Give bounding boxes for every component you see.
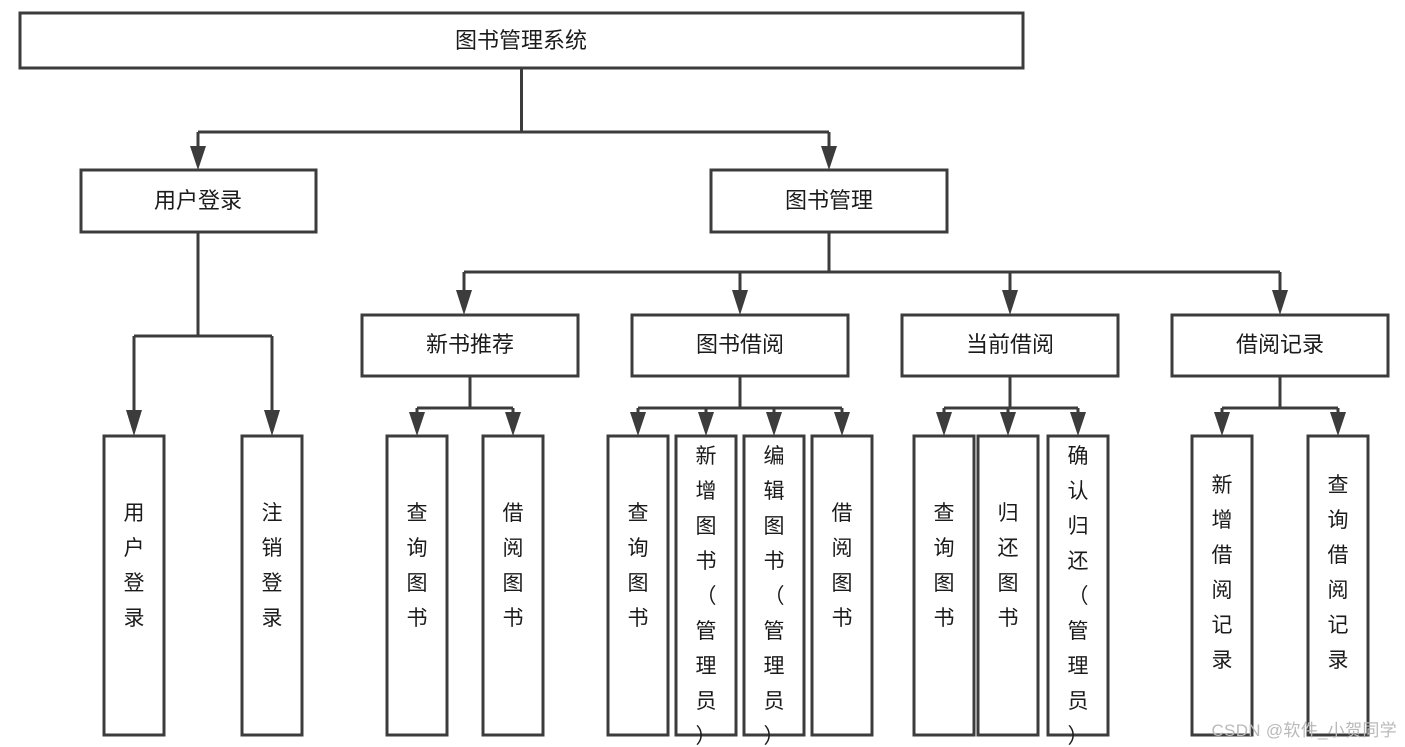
node-leaf-logout-label: 注销登录	[262, 502, 283, 630]
arrow-to-leaf-confirm-return	[1070, 412, 1086, 436]
node-leaf-add-book-box[interactable]	[674, 434, 738, 737]
arrow-to-leaf-borrow-book-1	[505, 412, 521, 436]
arrow-to-leaf-query-record	[1330, 412, 1346, 436]
node-borrow-record-box[interactable]	[1170, 313, 1390, 378]
node-leaf-query-book-3-box[interactable]	[912, 434, 976, 737]
arrow-to-leaf-query-book-2	[630, 412, 646, 436]
node-leaf-return-book[interactable]: 归还图书	[976, 434, 1040, 737]
node-new-book-recommend[interactable]: 新书推荐	[360, 313, 580, 378]
node-leaf-confirm-return[interactable]: 确认归还（管理员）	[1046, 434, 1110, 747]
node-current-borrow-label: 当前借阅	[966, 332, 1054, 357]
arrow-to-borrow-record	[1272, 290, 1288, 315]
node-leaf-add-book-label: 新增图书（管理员）	[696, 445, 717, 747]
node-root[interactable]: 图书管理系统	[18, 11, 1025, 70]
node-current-borrow[interactable]: 当前借阅	[900, 313, 1120, 378]
node-book-management-label: 图书管理	[785, 188, 873, 213]
node-user-login-label: 用户登录	[154, 188, 242, 213]
node-leaf-query-book-1-label: 查询图书	[407, 502, 428, 630]
node-leaf-borrow-book-2-label: 借阅图书	[832, 502, 853, 630]
arrow-to-new-book-recommend	[456, 290, 472, 315]
node-new-book-recommend-box[interactable]	[360, 313, 580, 378]
node-leaf-borrow-book-2[interactable]: 借阅图书	[810, 434, 874, 737]
node-leaf-return-book-label: 归还图书	[998, 502, 1019, 630]
node-leaf-borrow-book-1-label: 借阅图书	[503, 502, 524, 630]
node-leaf-query-book-2-box[interactable]	[606, 434, 670, 737]
node-borrow-record[interactable]: 借阅记录	[1170, 313, 1390, 378]
node-leaf-user-login[interactable]: 用户登录	[102, 434, 166, 737]
node-book-borrow[interactable]: 图书借阅	[630, 313, 850, 378]
node-user-login-box[interactable]	[79, 168, 318, 234]
node-new-book-recommend-label: 新书推荐	[426, 332, 514, 357]
node-leaf-user-login-box[interactable]	[102, 434, 166, 737]
node-leaf-borrow-book-1-box[interactable]	[481, 434, 545, 737]
node-leaf-logout[interactable]: 注销登录	[240, 434, 304, 737]
arrow-to-leaf-borrow-book-2	[834, 412, 850, 436]
csdn-watermark: CSDN @软件_小贺同学	[1211, 721, 1397, 740]
node-borrow-record-label: 借阅记录	[1236, 332, 1324, 357]
node-leaf-query-book-1-box[interactable]	[385, 434, 449, 737]
arrow-to-leaf-add-record	[1214, 412, 1230, 436]
node-leaf-query-book-3-label: 查询图书	[934, 502, 955, 630]
connector-layer	[126, 68, 1346, 436]
node-leaf-query-book-2[interactable]: 查询图书	[606, 434, 670, 737]
arrow-to-leaf-return-book	[1000, 412, 1016, 436]
node-leaf-query-book-1[interactable]: 查询图书	[385, 434, 449, 737]
node-leaf-confirm-return-label: 确认归还（管理员）	[1068, 445, 1089, 747]
arrow-to-book-borrow	[732, 290, 748, 315]
node-leaf-borrow-book-1[interactable]: 借阅图书	[481, 434, 545, 737]
node-book-management-box[interactable]	[709, 168, 949, 234]
node-root-label: 图书管理系统	[455, 28, 587, 53]
node-user-login[interactable]: 用户登录	[79, 168, 318, 234]
node-leaf-add-record-box[interactable]	[1190, 434, 1254, 737]
node-book-borrow-label: 图书借阅	[696, 332, 784, 357]
arrow-to-leaf-edit-book	[766, 412, 782, 436]
node-current-borrow-box[interactable]	[900, 313, 1120, 378]
node-root-box[interactable]	[18, 11, 1025, 70]
node-leaf-query-record-label: 查询借阅记录	[1328, 474, 1349, 672]
node-leaf-add-book[interactable]: 新增图书（管理员）	[674, 434, 738, 747]
arrow-to-leaf-logout	[264, 410, 280, 436]
node-leaf-query-record[interactable]: 查询借阅记录	[1306, 434, 1370, 737]
node-leaf-edit-book[interactable]: 编辑图书（管理员）	[742, 434, 806, 747]
arrow-root-to-user-login	[190, 146, 206, 170]
node-leaf-user-login-label: 用户登录	[124, 502, 145, 630]
node-leaf-return-book-box[interactable]	[976, 434, 1040, 737]
node-leaf-confirm-return-box[interactable]	[1046, 434, 1110, 737]
arrow-to-leaf-user-login	[126, 410, 142, 436]
arrow-to-leaf-add-book	[698, 412, 714, 436]
node-leaf-edit-book-box[interactable]	[742, 434, 806, 737]
arrow-root-to-book-management	[821, 146, 837, 170]
node-leaf-query-book-2-label: 查询图书	[628, 502, 649, 630]
node-book-management[interactable]: 图书管理	[709, 168, 949, 234]
node-leaf-edit-book-label: 编辑图书（管理员）	[764, 445, 785, 747]
node-leaf-query-book-3[interactable]: 查询图书	[912, 434, 976, 737]
arrow-to-leaf-query-book-1	[409, 412, 425, 436]
node-leaf-borrow-book-2-box[interactable]	[810, 434, 874, 737]
arrow-to-leaf-query-book-3	[936, 412, 952, 436]
node-leaf-add-record-label: 新增借阅记录	[1212, 474, 1233, 672]
node-leaf-query-record-box[interactable]	[1306, 434, 1370, 737]
node-leaf-add-record[interactable]: 新增借阅记录	[1190, 434, 1254, 737]
node-book-borrow-box[interactable]	[630, 313, 850, 378]
arrow-to-current-borrow	[1002, 290, 1018, 315]
node-leaf-logout-box[interactable]	[240, 434, 304, 737]
